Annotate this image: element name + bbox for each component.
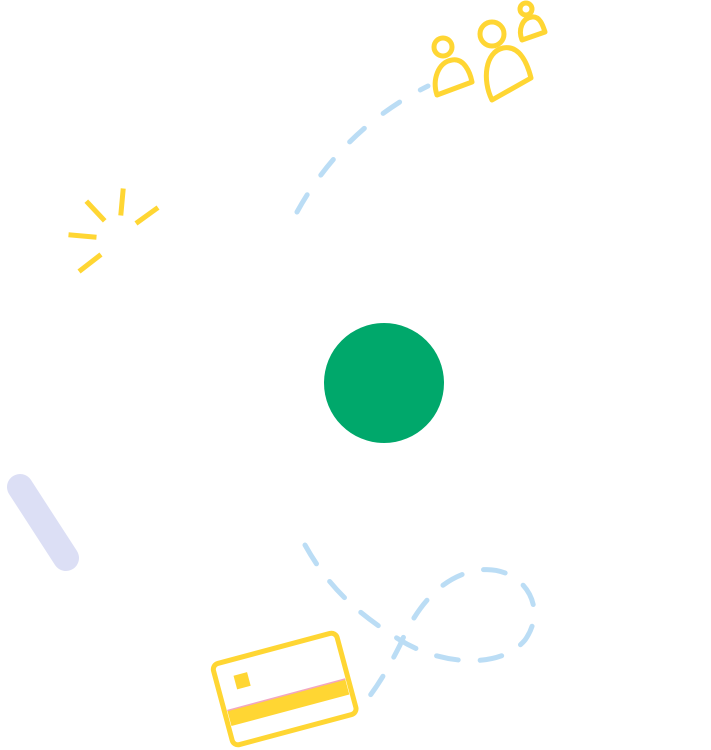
sparkle-burst-icon	[68, 188, 160, 274]
dashed-path-bottom	[302, 542, 537, 713]
dashed-path-top	[294, 83, 431, 215]
credit-card-stripe-edge	[227, 678, 346, 712]
lavender-pill-decoration	[7, 474, 79, 571]
people-group-icon	[431, 0, 548, 103]
status-dot-icon	[324, 323, 444, 443]
credit-card-stripe	[227, 679, 350, 727]
credit-card-chip	[233, 672, 251, 690]
credit-card-icon	[210, 630, 359, 748]
